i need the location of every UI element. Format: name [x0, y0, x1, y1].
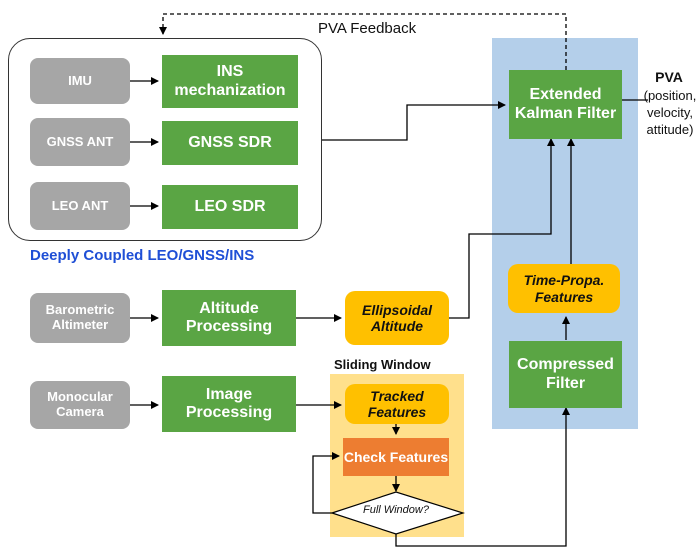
- pva-output-title: PVA: [655, 69, 683, 85]
- tracked-features-block: Tracked Features: [345, 384, 449, 424]
- compressed-filter-block: Compressed Filter: [509, 341, 622, 408]
- full-window-label: Full Window?: [363, 504, 429, 516]
- decision-to-compressed-arrow: [395, 407, 570, 547]
- pva-feedback-label: PVA Feedback: [318, 20, 417, 37]
- leo-antenna-sensor: LEO ANT: [30, 182, 130, 230]
- altitude-to-ekf-arrow: [449, 138, 555, 319]
- pva-feedback-arrow: [159, 13, 567, 70]
- leo-sdr-block: LEO SDR: [162, 185, 298, 229]
- ellipsoidal-altitude-block: Ellipsoidal Altitude: [345, 291, 449, 345]
- sliding-window-title: Sliding Window: [334, 357, 431, 372]
- coupled-to-ekf-arrow: [322, 101, 506, 141]
- gnss-antenna-sensor: GNSS ANT: [30, 118, 130, 166]
- check-features-block: Check Features: [343, 438, 449, 476]
- imu-sensor: IMU: [30, 58, 130, 104]
- gnss-sdr-block: GNSS SDR: [162, 121, 298, 165]
- pva-output-detail: (position, velocity, attitude): [643, 88, 697, 137]
- decision-loop-arrow: [312, 452, 340, 514]
- ins-mechanization-block: INS mechanization: [162, 55, 298, 108]
- coupled-group-label: Deeply Coupled LEO/GNSS/INS: [30, 247, 255, 264]
- image-processing-block: Image Processing: [162, 376, 296, 432]
- full-window-decision: [330, 491, 466, 535]
- altitude-processing-block: Altitude Processing: [162, 290, 296, 346]
- extended-kalman-filter-block: Extended Kalman Filter: [509, 70, 622, 139]
- monocular-camera-sensor: Monocular Camera: [30, 381, 130, 429]
- time-propagated-features-block: Time-Propa. Features: [508, 264, 620, 313]
- barometric-altimeter-sensor: Barometric Altimeter: [30, 293, 130, 343]
